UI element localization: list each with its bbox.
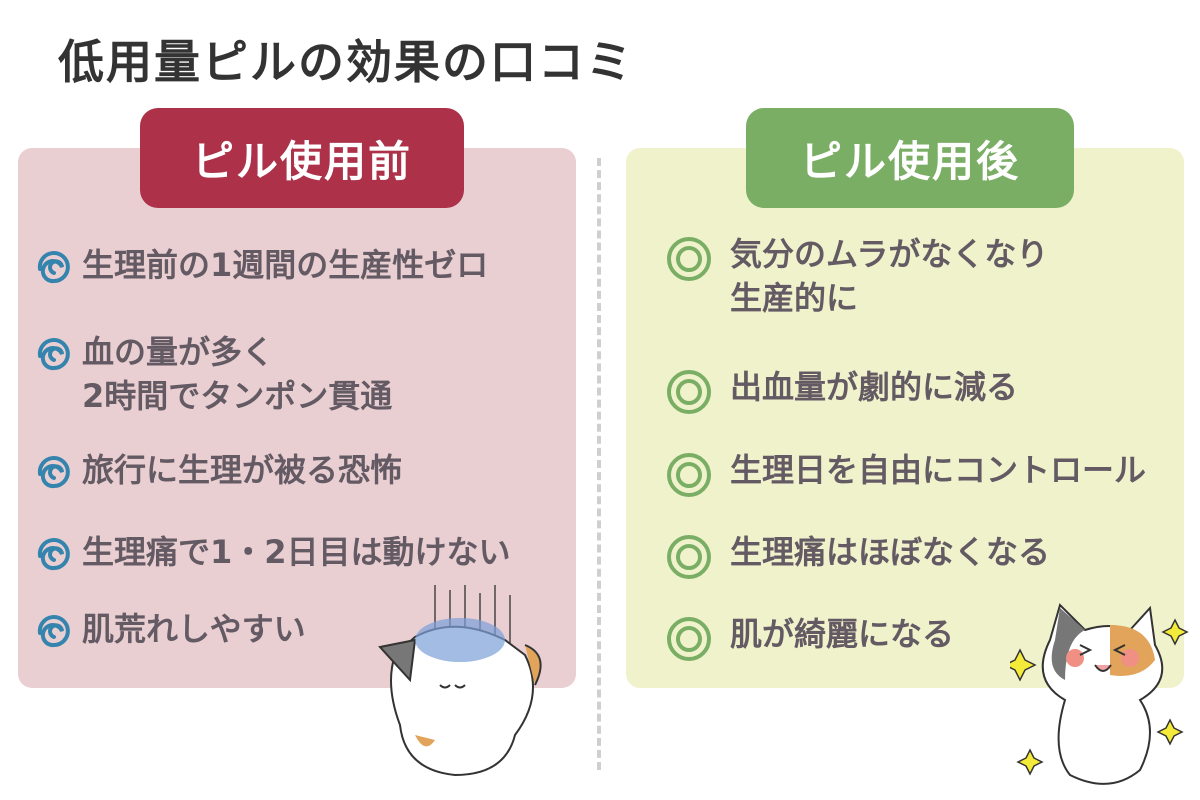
after-panel [626, 148, 1184, 688]
item-text: 生理日を自由にコントロール [730, 451, 1147, 489]
before-panel [18, 148, 576, 688]
item-text: 血の量が多く 2時間でタンポン貫通 [82, 333, 393, 415]
item-text: 肌が綺麗になる [730, 615, 955, 653]
double-circle-icon [667, 237, 711, 281]
spiral-icon [37, 456, 70, 489]
spiral-icon [37, 338, 70, 371]
before-item: 生理前の1週間の生産性ゼロ [34, 243, 488, 287]
double-circle-icon [667, 535, 711, 579]
double-circle-icon [667, 453, 711, 497]
after-item: 生理痛はほぼなくなる [666, 530, 1050, 580]
after-item: 出血量が劇的に減る [666, 365, 1018, 415]
item-text: 出血量が劇的に減る [730, 368, 1019, 406]
before-item: 生理痛で1・2日目は動けない [34, 530, 511, 574]
before-item: 旅行に生理が被る恐怖 [34, 448, 402, 492]
spiral-icon [37, 538, 70, 571]
before-item: 血の量が多く 2時間でタンポン貫通 [34, 330, 392, 418]
divider [597, 158, 601, 770]
spiral-icon [37, 251, 70, 284]
spiral-icon [37, 615, 70, 648]
double-circle-icon [667, 370, 711, 414]
before-item: 肌荒れしやすい [34, 607, 306, 651]
page-title: 低用量ピルの効果の口コミ [58, 35, 634, 89]
sad-cat-illustration [378, 585, 542, 777]
item-text: 気分のムラがなくなり 生産的に [730, 235, 1049, 317]
after-item: 生理日を自由にコントロール [666, 448, 1146, 498]
after-badge: ピル使用後 [746, 108, 1074, 208]
after-item: 気分のムラがなくなり 生産的に [666, 232, 1048, 320]
happy-cat-illustration [1010, 603, 1189, 785]
before-badge: ピル使用前 [140, 108, 464, 208]
item-text: 旅行に生理が被る恐怖 [82, 451, 403, 489]
item-text: 生理前の1週間の生産性ゼロ [82, 246, 489, 284]
item-text: 生理痛はほぼなくなる [730, 533, 1051, 571]
after-item: 肌が綺麗になる [666, 612, 954, 662]
double-circle-icon [667, 617, 711, 661]
item-text: 肌荒れしやすい [82, 610, 306, 648]
item-text: 生理痛で1・2日目は動けない [82, 533, 511, 571]
